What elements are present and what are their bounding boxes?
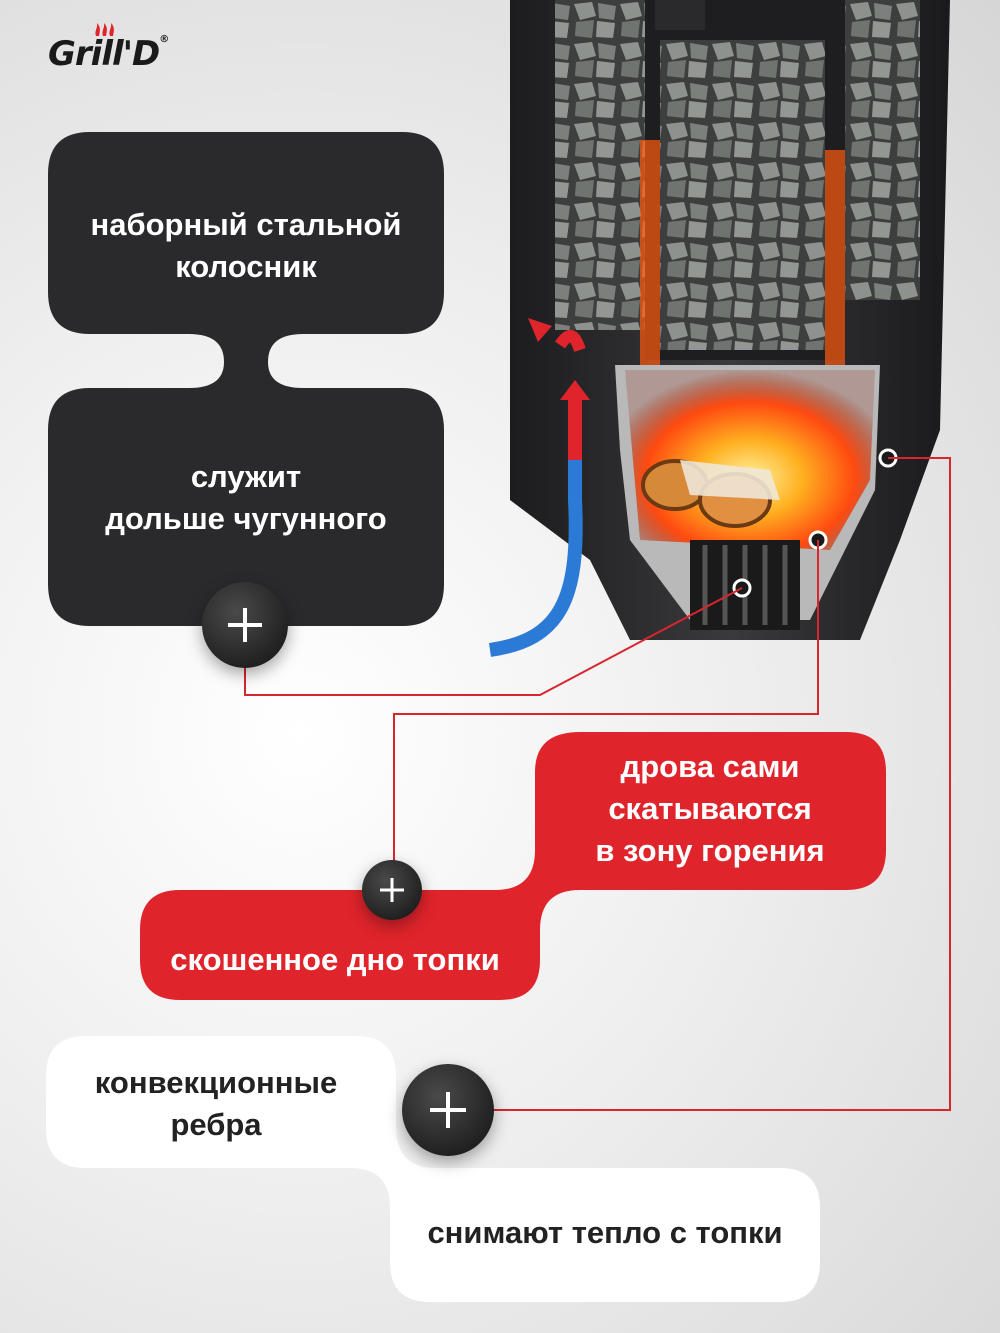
slope-title: скошенное дно топки xyxy=(140,939,530,981)
fins-title-line-2: ребра xyxy=(170,1107,262,1142)
logo-registered: ® xyxy=(159,34,169,45)
grate-benefit: служит дольше чугунного xyxy=(48,456,444,540)
plus-icon xyxy=(380,878,404,902)
flame-icon xyxy=(95,23,114,36)
slope-card-shape xyxy=(140,732,886,1000)
fins-benefit: снимают тепло с топки xyxy=(390,1212,820,1254)
slope-plus-button[interactable] xyxy=(362,860,422,920)
grate-benefit-line-1: служит xyxy=(190,459,302,494)
slope-title-line-1: скошенное дно топки xyxy=(170,942,500,977)
slope-benefit-line-3: в зону горения xyxy=(595,833,825,868)
slope-benefit: дрова сами скатываются в зону горения xyxy=(535,746,885,872)
grate-title: наборный стальной колосник xyxy=(48,204,444,288)
grate-benefit-line-2: дольше чугунного xyxy=(105,501,387,536)
logo-text: Grill'D xyxy=(48,34,160,74)
slope-benefit-line-2: скатываются xyxy=(608,791,812,826)
fins-title-line-1: конвекционные xyxy=(94,1065,338,1100)
stove-cutaway-illustration xyxy=(488,0,950,657)
slope-benefit-line-1: дрова сами xyxy=(620,749,800,784)
brand-logo: Grill'D® xyxy=(48,23,169,74)
fins-plus-button[interactable] xyxy=(402,1064,494,1156)
fins-title: конвекционные ребра xyxy=(46,1062,386,1146)
airflow-arrow-icon xyxy=(488,318,590,657)
plus-icon xyxy=(430,1092,466,1128)
grate-card-shape xyxy=(48,132,444,626)
plus-icon xyxy=(228,608,262,642)
grate-title-line-1: наборный стальной xyxy=(90,207,402,242)
fins-card-shape xyxy=(46,1036,820,1302)
grate-plus-button[interactable] xyxy=(202,582,288,668)
grate-title-line-2: колосник xyxy=(175,249,317,284)
fins-benefit-line-1: снимают тепло с топки xyxy=(427,1215,783,1250)
